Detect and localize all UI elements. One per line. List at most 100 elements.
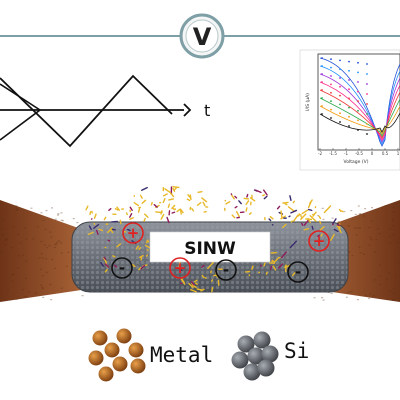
inset-plot-point — [330, 66, 332, 69]
positive-charge-icon — [122, 222, 144, 244]
inset-plot-series-line — [319, 65, 400, 145]
inset-plot-x-tick: -1 — [344, 151, 348, 156]
molecule-fragment — [249, 197, 256, 202]
molecule-fragment — [246, 193, 249, 198]
molecule-fragment — [110, 229, 114, 234]
positive-charge-icon — [308, 230, 330, 252]
inset-plot-point — [366, 133, 368, 135]
molecule-fragment — [282, 223, 287, 229]
molecule-fragment — [190, 281, 195, 286]
molecule-fragment — [292, 200, 296, 204]
nanowire-label: SINW — [184, 239, 236, 259]
molecule-fragment — [119, 219, 122, 225]
inset-plot-point — [348, 106, 350, 109]
molecule-fragment — [309, 199, 313, 204]
molecule-fragment — [305, 218, 313, 221]
molecule-fragment — [176, 208, 181, 213]
molecule-fragment — [192, 284, 197, 289]
inset-plot-point — [348, 60, 350, 63]
metal-sphere — [98, 366, 114, 382]
molecule-fragment — [271, 259, 275, 263]
inset-plot-point — [321, 81, 323, 83]
molecule-fragment — [319, 220, 322, 225]
positive-charge-sign: + — [313, 232, 326, 250]
molecule-fragment — [280, 251, 287, 259]
inset-plot-ylabel: I/IS (μA) — [305, 93, 311, 111]
molecule-fragment — [201, 264, 205, 268]
inset-plot-x-tick: -0.5 — [355, 151, 363, 156]
molecule-fragment — [95, 229, 99, 235]
molecule-fragment — [153, 203, 158, 208]
molecule-fragment — [107, 227, 113, 234]
inset-plot-point — [357, 71, 359, 74]
molecule-fragment — [245, 200, 250, 206]
molecule-fragment — [332, 218, 337, 225]
molecule-fragment — [143, 213, 149, 218]
triangle-waveform: t — [0, 74, 210, 148]
molecule-fragment — [311, 225, 314, 230]
inset-plot-point — [348, 115, 350, 118]
molecule-fragment — [338, 208, 342, 213]
molecule-fragment — [146, 239, 150, 243]
molecule-fragment — [168, 198, 175, 201]
molecule-fragment — [276, 205, 281, 210]
inset-plot-point — [321, 113, 323, 115]
inset-plot-point — [357, 100, 359, 103]
molecule-fragment — [135, 245, 140, 250]
inset-plot-point — [348, 125, 350, 127]
charge-markers: +++--- — [111, 222, 330, 283]
molecule-fragment — [251, 265, 254, 270]
molecule-fragment — [167, 203, 171, 208]
molecule-fragment — [231, 194, 235, 200]
molecule-fragment — [235, 210, 240, 218]
negative-charge-icon — [287, 261, 309, 283]
molecule-fragment — [288, 215, 291, 218]
inset-plot-x-tick: -1.5 — [329, 151, 337, 156]
inset-plot-series-line — [319, 81, 400, 141]
metal-sphere — [112, 356, 128, 372]
molecule-fragment — [290, 209, 298, 214]
molecule-fragment — [291, 272, 296, 277]
molecule-fragment — [238, 200, 242, 205]
legend-metal-label: Metal — [150, 343, 213, 367]
molecule-fragment — [85, 205, 89, 211]
molecule-fragment — [103, 256, 107, 260]
metal-sphere — [130, 358, 146, 374]
molecule-fragment — [114, 208, 119, 211]
molecule-fragment — [93, 223, 100, 229]
positive-charge-sign: + — [174, 259, 187, 277]
molecule-fragment — [323, 205, 332, 214]
molecule-fragment — [330, 233, 335, 242]
inset-plot-point — [339, 59, 341, 62]
waveform-line — [0, 74, 173, 148]
inset-plot-point — [348, 79, 350, 81]
molecule-fragment — [289, 195, 292, 202]
molecule-fragment — [243, 197, 250, 200]
molecule-fragment — [201, 274, 205, 278]
molecule-fragment — [189, 194, 192, 201]
molecule-fragment — [309, 215, 317, 222]
voltmeter-label: V — [193, 23, 212, 51]
inset-plot-point — [321, 73, 323, 75]
molecule-fragment — [129, 217, 135, 220]
metal-sphere — [92, 330, 108, 346]
molecule-fragment — [160, 213, 165, 220]
molecule-fragment — [289, 240, 298, 249]
molecule-fragment — [88, 225, 92, 231]
molecule-fragment — [231, 214, 236, 219]
molecule-fragment — [131, 263, 136, 268]
molecule-fragment — [282, 201, 289, 204]
left-metal-electrode — [0, 200, 95, 302]
molecule-fragment — [155, 211, 163, 214]
inset-plot-point — [339, 68, 341, 71]
molecule-fragment — [211, 286, 214, 293]
negative-charge-icon — [111, 257, 133, 279]
inset-plot-point — [330, 108, 332, 111]
molecule-fragment — [129, 212, 133, 218]
inset-plot-point — [339, 77, 341, 79]
molecule-fragment — [178, 261, 181, 268]
molecule-fragment — [193, 279, 198, 283]
inset-plot-xlabel: Voltage (V) — [344, 159, 369, 165]
molecule-fragment — [93, 213, 97, 219]
inset-plot-point — [357, 129, 359, 131]
